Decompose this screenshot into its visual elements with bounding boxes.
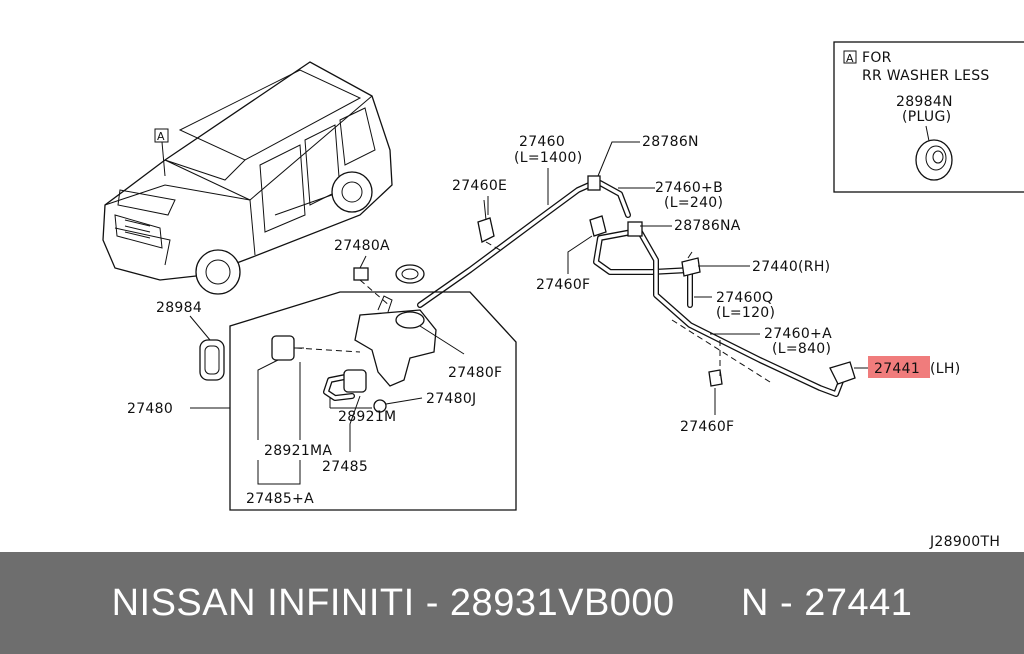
filler-cap-27480F (395, 264, 425, 284)
nozzle-rh (681, 251, 701, 277)
vehicle-marker-box (154, 128, 169, 143)
inset-line2: RR WASHER LESS (862, 68, 990, 84)
label-27460B: 27460+B (655, 180, 723, 196)
label-27480J: 27480J (426, 391, 476, 407)
inset-part-number: 28984N (896, 94, 953, 110)
inset-frame (833, 41, 1024, 193)
grommet-28984 (199, 339, 225, 381)
clip-27460F-bottom (708, 369, 723, 387)
footer-banner: NISSAN INFINITI - 28931VB000 N - 27441 (0, 552, 1024, 654)
part-labels: 27460 (L=1400) 28786N 27460E 27460+B (L=… (127, 134, 1000, 550)
plug-icon (915, 139, 953, 181)
parts-diagram: A FOR RR WASHER LESS 28984N (PLUG) A (102, 41, 1024, 550)
label-28786NA: 28786NA (674, 218, 741, 234)
label-27485: 27485 (322, 459, 368, 475)
clip-27460E (477, 199, 495, 243)
label-27460F-top: 27460F (536, 277, 590, 293)
nozzle-lh (829, 361, 856, 385)
label-28786N: 28786N (642, 134, 699, 150)
grommet-27480J (373, 399, 387, 413)
tank-assembly-frame (229, 291, 517, 511)
diagram-code: J28900TH (929, 534, 1000, 550)
washer-tank (354, 295, 437, 387)
label-27460E: 27460E (452, 178, 507, 194)
label-28921M: 28921M (338, 409, 396, 425)
inset-box: A FOR RR WASHER LESS 28984N (PLUG) (833, 41, 1024, 193)
label-27460: 27460 (519, 134, 565, 150)
connector-28786NA (627, 221, 643, 237)
clip-27460F-top (589, 215, 607, 237)
label-27460A: 27460+A (764, 326, 832, 342)
leader-lines (189, 141, 876, 485)
guide-lines (295, 241, 771, 383)
label-27480F: 27480F (448, 365, 502, 381)
label-27440-rh: 27440(RH) (752, 259, 830, 275)
inset-part-name: (PLUG) (902, 109, 951, 125)
vehicle-illustration: A (102, 61, 393, 295)
pump-28921MA (271, 335, 304, 361)
highlight-27441 (868, 356, 930, 378)
label-27480A: 27480A (334, 238, 390, 254)
label-27460B-length: (L=240) (664, 195, 723, 211)
pump-28921M (343, 369, 367, 393)
label-27460A-length: (L=840) (772, 341, 831, 357)
label-27460Q-length: (L=120) (716, 305, 775, 321)
hose-lines (323, 179, 846, 401)
bolt-27480A (353, 267, 369, 281)
label-27460-length: (L=1400) (514, 150, 582, 166)
vehicle-marker: A (157, 130, 165, 143)
inset-line1: FOR (862, 50, 892, 66)
label-28984: 28984 (156, 300, 202, 316)
footer-title: NISSAN INFINITI - 28931VB000 N - 27441 (111, 581, 913, 624)
label-27441-side: (LH) (930, 361, 960, 377)
label-28921MA: 28921MA (264, 443, 332, 459)
label-27485A: 27485+A (246, 491, 314, 507)
label-27460F-bottom: 27460F (680, 419, 734, 435)
label-27480: 27480 (127, 401, 173, 417)
inset-marker-box (843, 50, 857, 64)
label-27441: 27441 (874, 361, 920, 377)
connector-28786N (587, 175, 601, 191)
label-27460Q: 27460Q (716, 290, 773, 306)
inset-marker: A (846, 52, 854, 65)
